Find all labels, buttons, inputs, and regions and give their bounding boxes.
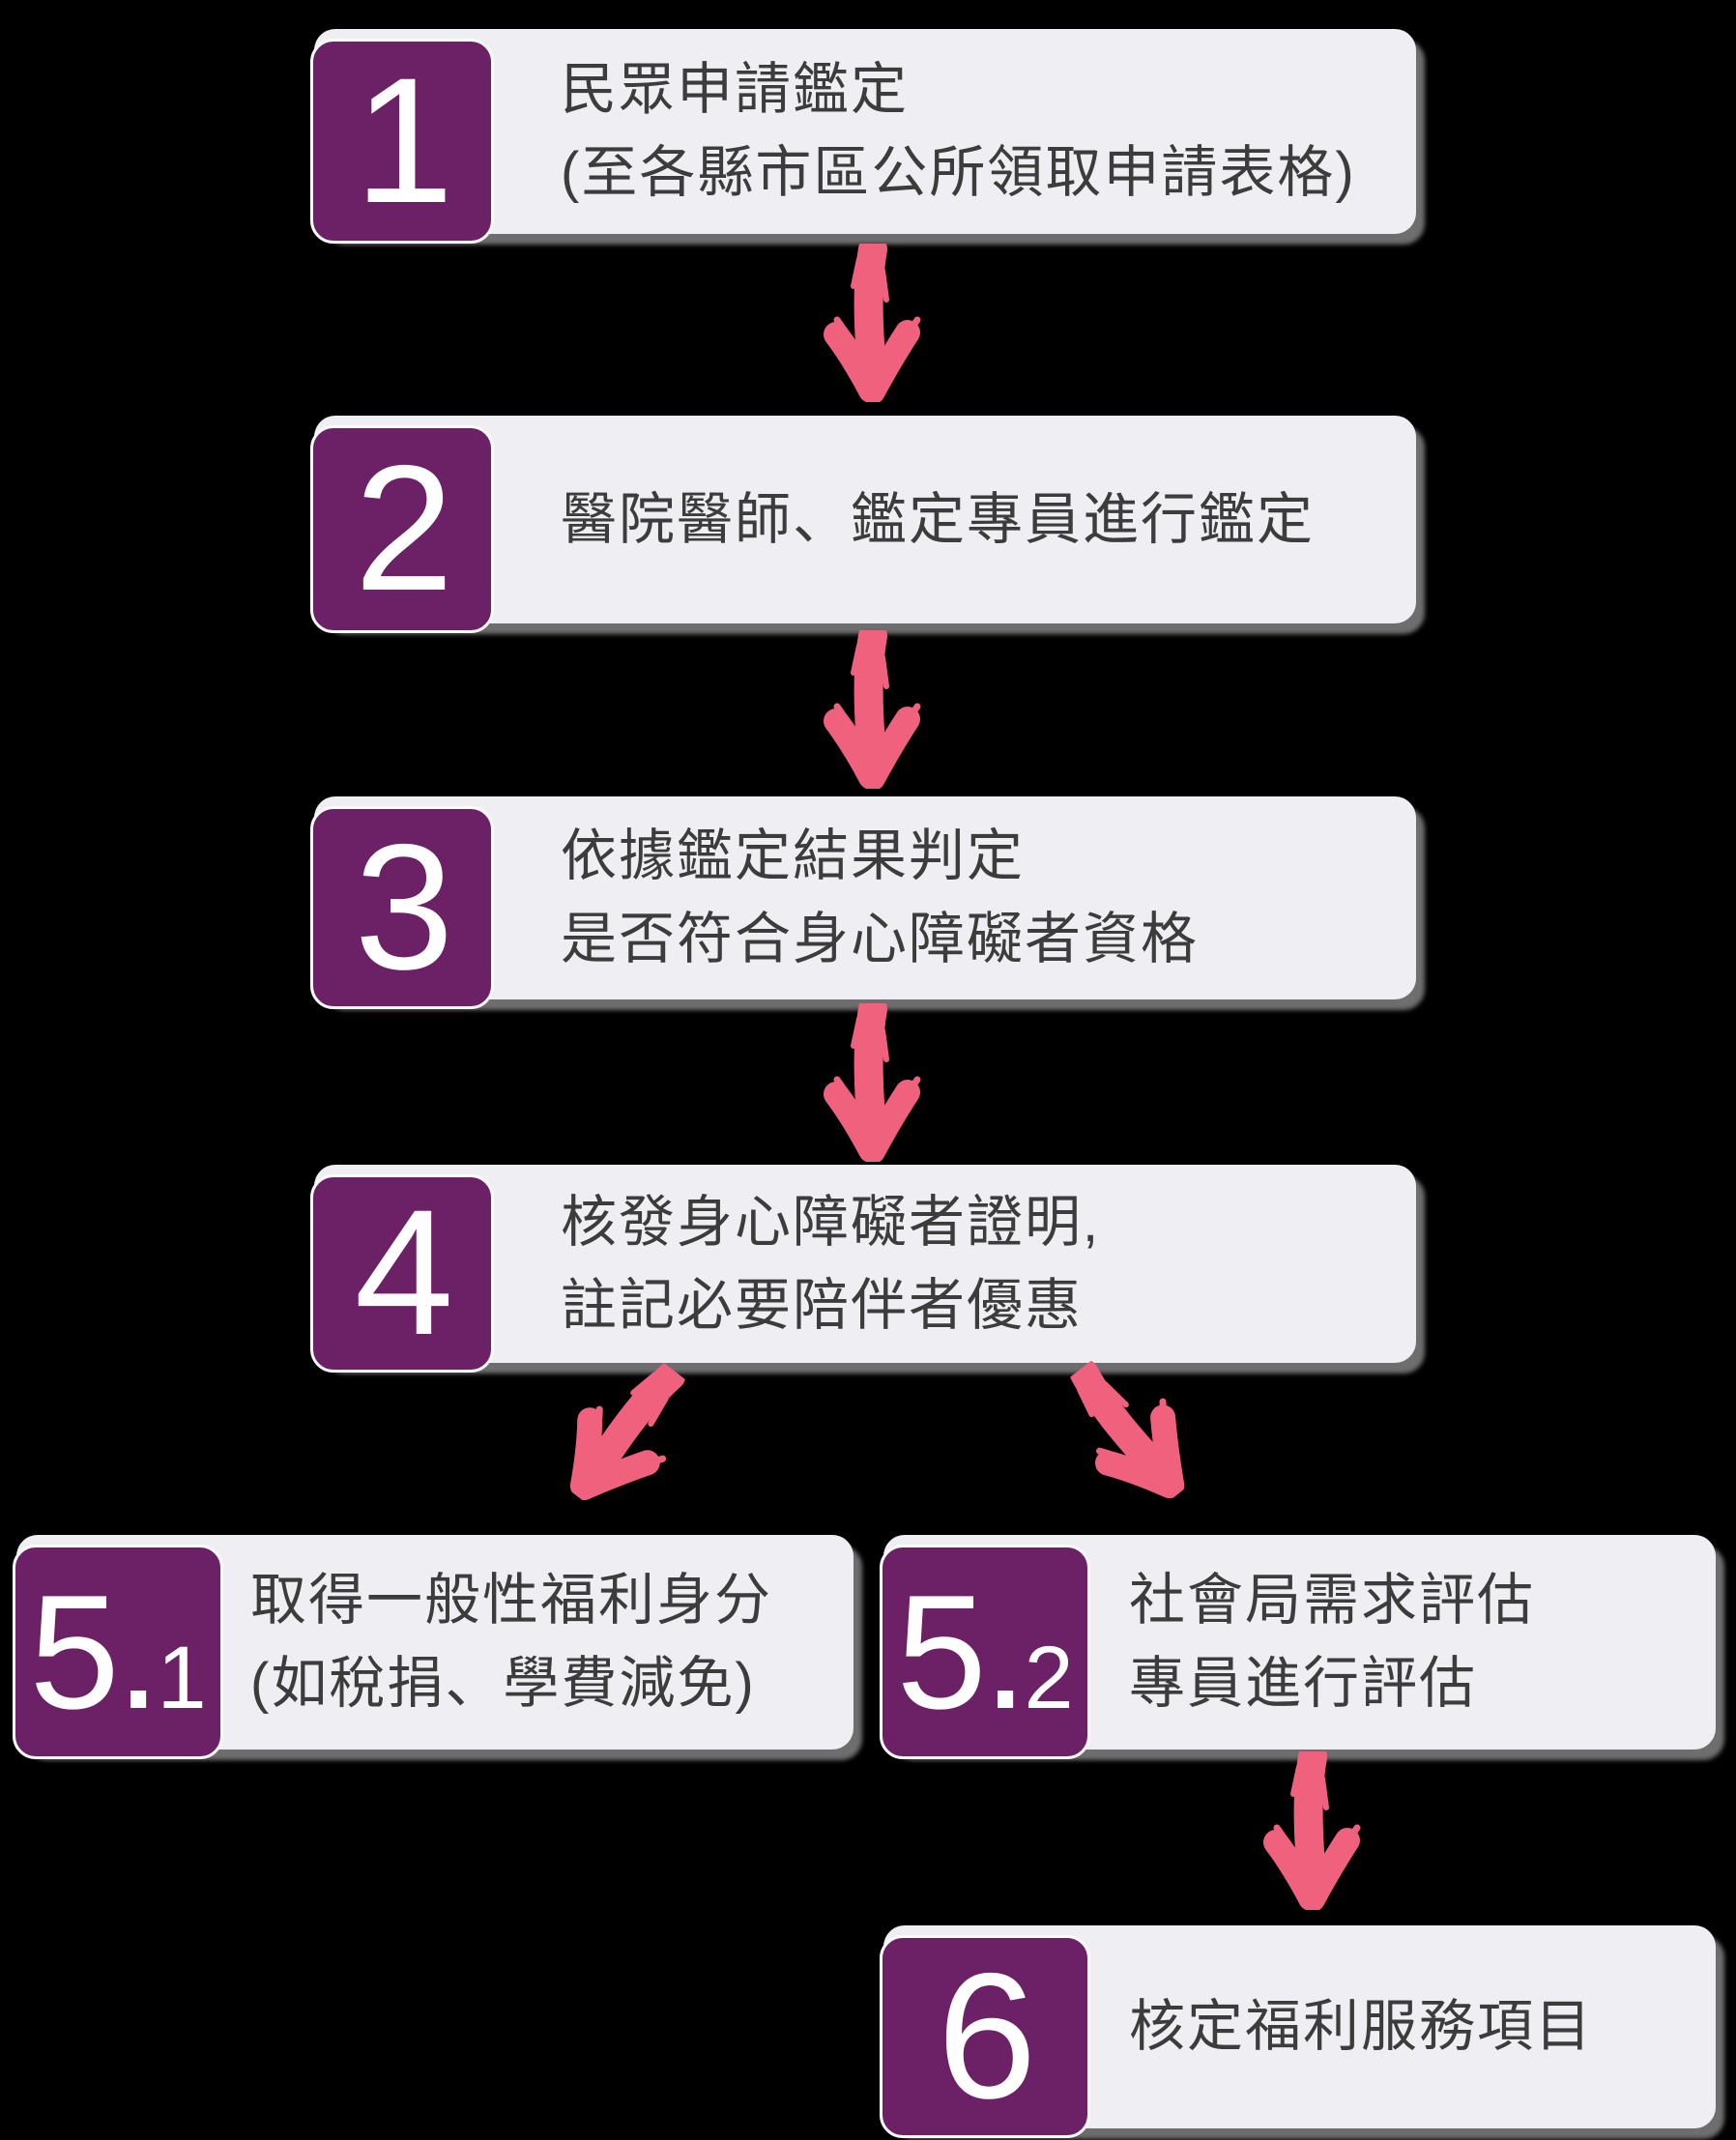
- step-text-line: 專員進行評估: [1129, 1652, 1478, 1715]
- step-3-text: 依據鑑定結果判定 是否符合身心障礙者資格: [561, 796, 1403, 999]
- step-3: 依據鑑定結果判定 是否符合身心障礙者資格 3: [310, 796, 1416, 1009]
- step-4: 核發身心障礙者證明, 註記必要陪伴者優惠 4: [310, 1165, 1416, 1373]
- step-text-line: (如稅捐、學費減免): [250, 1652, 756, 1715]
- step-4-text: 核發身心障礙者證明, 註記必要陪伴者優惠: [561, 1165, 1403, 1363]
- flow-arrow-4-51-icon: [533, 1337, 715, 1528]
- step-number: 4: [354, 1173, 454, 1373]
- step-5-1: 取得一般性福利身分 (如稅捐、學費減免) 5.1: [13, 1535, 854, 1759]
- step-1: 民眾申請鑑定 (至各縣市區公所領取申請表格) 1: [310, 29, 1416, 244]
- flow-arrow-2-3-icon: [817, 630, 925, 789]
- flow-arrow-4-52-icon: [1036, 1337, 1219, 1528]
- step-5-2-text: 社會局需求評估 專員進行評估: [1129, 1535, 1702, 1750]
- step-4-number-plate: 4: [310, 1174, 494, 1373]
- flow-arrow-52-6-icon: [1257, 1751, 1365, 1910]
- step-5-1-number-plate: 5.1: [13, 1545, 223, 1759]
- flow-arrow-1-2-icon: [817, 244, 925, 402]
- step-text-line: 依據鑑定結果判定: [561, 824, 1026, 887]
- step-5-2: 社會局需求評估 專員進行評估 5.2: [880, 1535, 1716, 1759]
- step-number: 3: [354, 807, 454, 1007]
- step-text-line: 醫院醫師、鑑定專員進行鑑定: [561, 487, 1316, 551]
- step-number-suffix: 1: [157, 1629, 207, 1727]
- step-number: 5.: [896, 1561, 1027, 1743]
- flow-arrow-3-4-icon: [817, 1003, 925, 1162]
- step-text-line: 是否符合身心障礙者資格: [561, 908, 1200, 970]
- step-6: 核定福利服務項目 6: [880, 1925, 1716, 2138]
- step-1-number-plate: 1: [310, 39, 494, 244]
- step-5-2-number-plate: 5.2: [880, 1545, 1090, 1759]
- step-number: 5.: [29, 1561, 160, 1743]
- step-number: 2: [354, 429, 454, 628]
- step-text-line: 註記必要陪伴者優惠: [561, 1273, 1084, 1337]
- step-number-suffix: 2: [1024, 1629, 1074, 1727]
- step-text-line: 民眾申請鑑定: [561, 58, 910, 121]
- step-text-line: (至各縣市區公所領取申請表格): [561, 141, 1356, 204]
- step-text-line: 核定福利服務項目: [1129, 1995, 1594, 2058]
- step-6-number-plate: 6: [880, 1935, 1090, 2138]
- step-2-number-plate: 2: [310, 425, 494, 633]
- step-text-line: 核發身心障礙者證明,: [561, 1190, 1101, 1254]
- step-3-number-plate: 3: [310, 806, 494, 1009]
- step-2-text: 醫院醫師、鑑定專員進行鑑定: [561, 416, 1403, 623]
- step-5-1-text: 取得一般性福利身分 (如稅捐、學費減免): [250, 1535, 840, 1750]
- step-text-line: 社會局需求評估: [1129, 1569, 1536, 1632]
- step-1-text: 民眾申請鑑定 (至各縣市區公所領取申請表格): [561, 29, 1403, 234]
- step-number: 1: [354, 41, 454, 241]
- step-text-line: 取得一般性福利身分: [250, 1569, 773, 1632]
- step-number: 6: [937, 1936, 1037, 2136]
- step-2: 醫院醫師、鑑定專員進行鑑定 2: [310, 416, 1416, 633]
- step-6-text: 核定福利服務項目: [1129, 1925, 1702, 2128]
